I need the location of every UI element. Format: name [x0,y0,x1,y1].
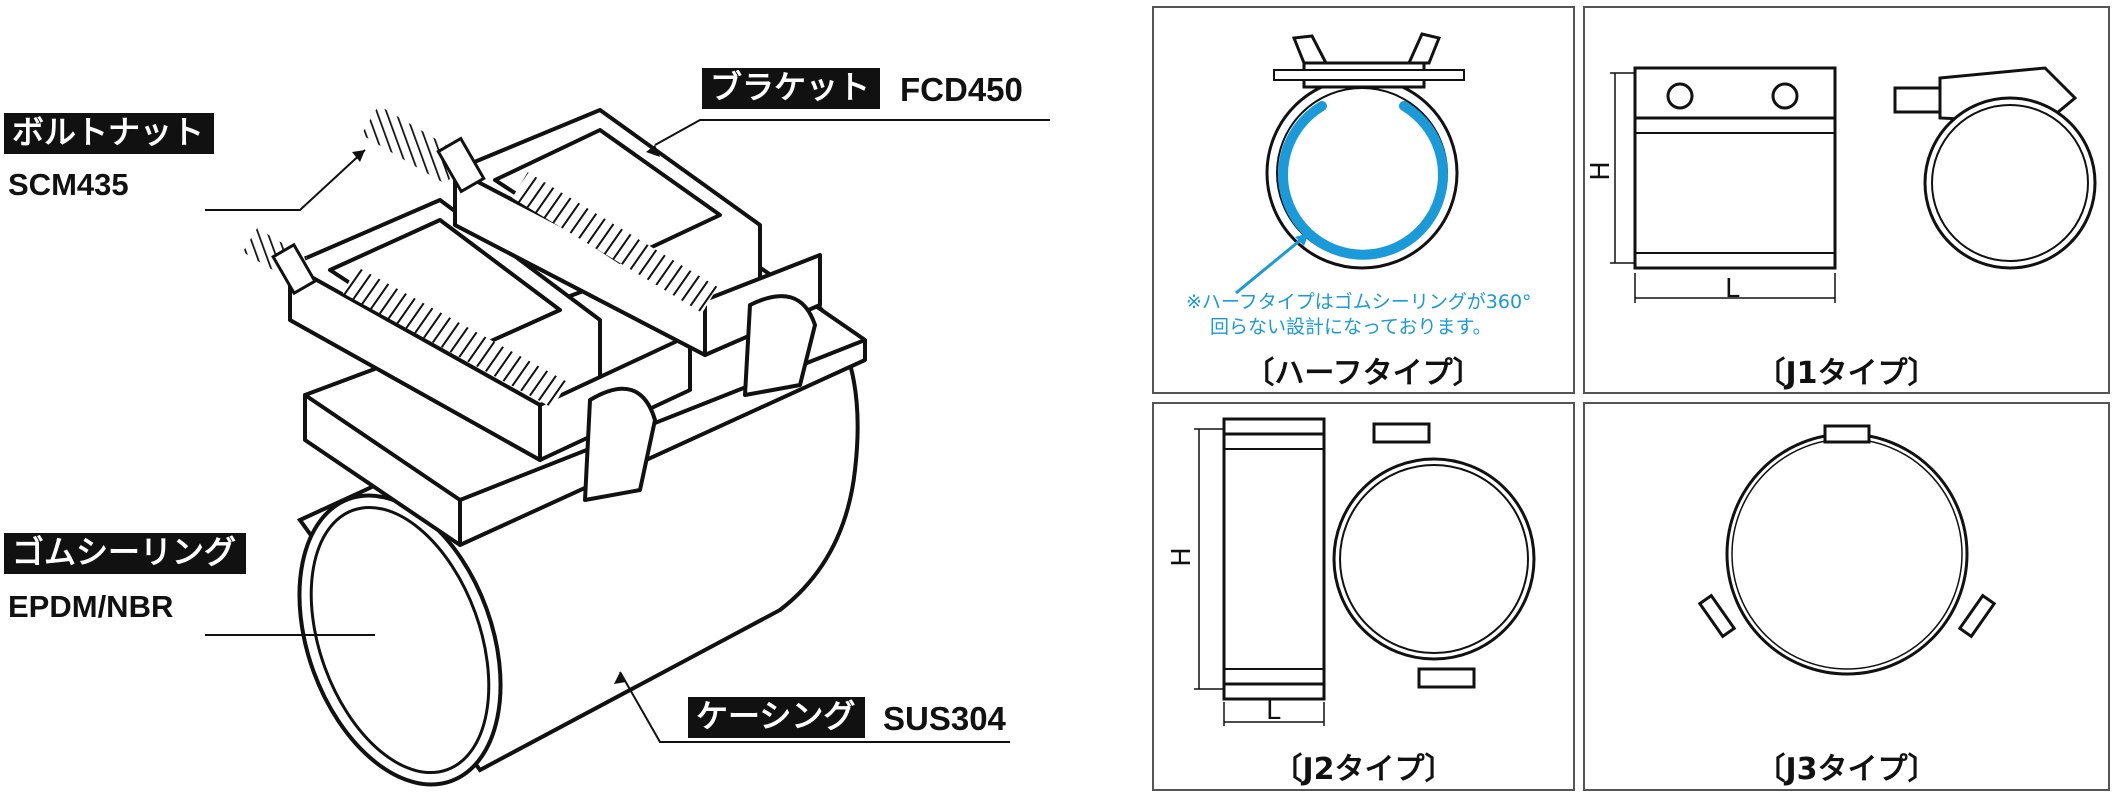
rubber-seal-material: EPDM/NBR [8,589,174,624]
j3-type-drawing [1697,424,1997,676]
j1-dim-h: H [1585,161,1616,181]
panel-j2-type: H L 〔J2タイプ〕 [1152,402,1575,791]
j3-type-caption: 〔J3タイプ〕 [1755,752,1938,787]
j1-type-caption: 〔J1タイプ〕 [1755,356,1938,391]
bracket-label: ブラケット [702,68,881,110]
j2-dim-l: L [1266,696,1281,726]
casing-label: ケーシング [688,697,866,739]
bracket-material: FCD450 [900,71,1023,108]
half-type-drawing [1235,32,1465,295]
half-type-caption: 〔ハーフタイプ〕 [1244,356,1483,391]
j1-type-drawing [1610,66,2097,303]
bolt-nut-material: SCM435 [8,167,129,202]
panel-j1-type: H L 〔J1タイプ〕 [1583,6,2110,394]
j2-type-caption: 〔J2タイプ〕 [1272,752,1455,787]
casing-material: SUS304 [883,700,1006,737]
main-clamp-illustration [205,105,1050,787]
half-type-note-line1: ※ハーフタイプはゴムシーリングが360° [1186,291,1532,313]
leader-lines [205,119,1050,743]
rubber-seal-label: ゴムシーリング [4,533,247,575]
bolt-nut-label: ボルトナット [4,113,215,155]
j2-dim-h: H [1166,547,1197,567]
half-type-note-line2: 回らない設計になっております。 [1210,316,1492,338]
j2-type-drawing [1194,417,1536,726]
j1-dim-l: L [1725,274,1740,304]
rear-bracket [453,108,822,397]
panel-half-type: ※ハーフタイプはゴムシーリングが360° 回らない設計になっております。 〔ハー… [1152,6,1575,394]
bolts [242,105,486,296]
front-bracket [288,198,692,502]
panel-j3-type: 〔J3タイプ〕 [1583,402,2110,791]
